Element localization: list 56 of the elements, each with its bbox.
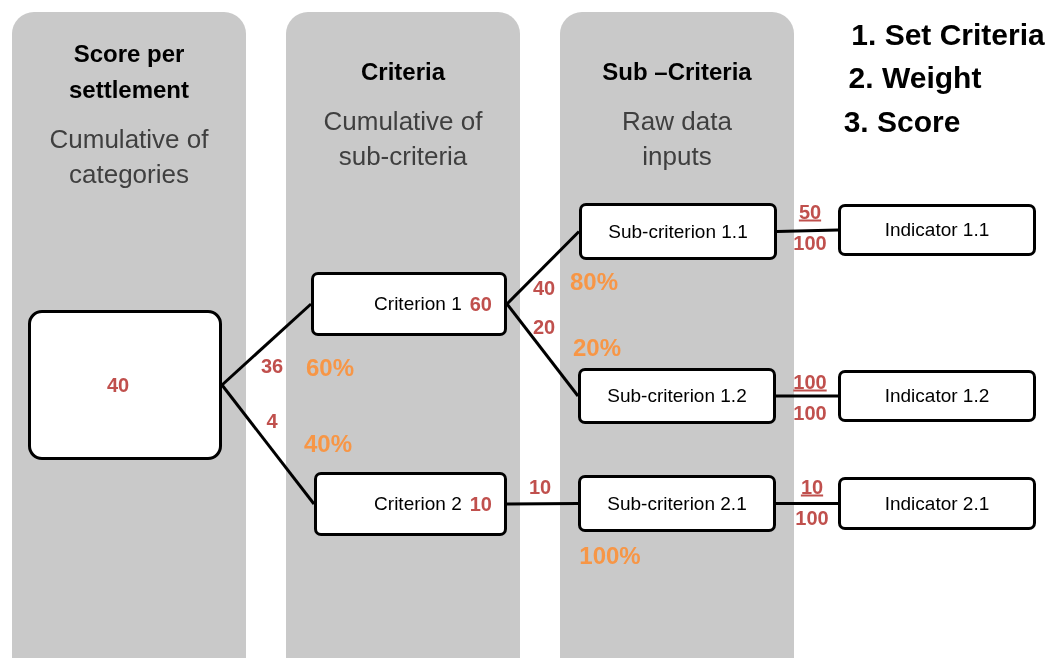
column-band: [286, 12, 520, 658]
box-label: Indicator 1.2: [884, 385, 990, 407]
score-value: 40: [107, 373, 130, 397]
percentage-label: 100%: [579, 542, 641, 570]
box-label: Criterion 1: [374, 293, 462, 315]
step-label: 3. Score: [843, 105, 961, 139]
column-description: Raw data inputs: [621, 105, 733, 173]
edge-label: 36: [260, 354, 284, 378]
step-label: 2. Weight: [848, 61, 982, 95]
column-description: Cumulative of categories: [48, 123, 210, 191]
connector-line: [776, 502, 838, 505]
column-heading: Criteria: [360, 57, 445, 87]
fraction-numerator: 100: [793, 370, 827, 394]
box-label: Sub-criterion 1.2: [607, 385, 747, 407]
fraction-denominator: 100: [793, 401, 827, 425]
edge-label: 40: [532, 276, 556, 300]
process-box: [578, 368, 776, 424]
edge-label: 20: [532, 315, 556, 339]
column-heading: Score per settlement: [67, 39, 190, 105]
process-box: [314, 472, 507, 536]
score-value: 60: [469, 292, 492, 316]
fraction-denominator: 100: [795, 506, 829, 530]
box-label: Indicator 2.1: [884, 492, 990, 515]
column-band: [560, 12, 794, 658]
box-label: Indicator 1.1: [884, 219, 990, 241]
percentage-label: 40%: [304, 430, 352, 458]
connector-line: [221, 302, 312, 387]
column-heading: Sub –Criteria: [602, 57, 752, 87]
edge-label: 4: [266, 409, 278, 433]
column-description: Cumulative of sub-criteria: [322, 105, 484, 173]
connector-line: [505, 303, 580, 397]
edge-label: 10: [528, 475, 552, 499]
box-label: Sub-criterion 1.1: [608, 220, 748, 243]
column-band: [12, 12, 246, 658]
fraction-denominator: 100: [793, 231, 827, 255]
process-box: [838, 204, 1036, 256]
percentage-label: 20%: [573, 334, 621, 362]
process-box: [578, 475, 776, 532]
connector-line: [776, 228, 839, 233]
connector-line: [505, 230, 581, 306]
box-label: Criterion 2: [374, 493, 462, 515]
process-box: [311, 272, 507, 336]
score-box: [28, 310, 222, 460]
connector-line: [220, 384, 316, 505]
process-box: [579, 203, 777, 260]
step-label: 1. Set Criteria: [851, 18, 1045, 52]
process-box: [838, 370, 1036, 422]
percentage-label: 60%: [306, 354, 354, 382]
box-label: Sub-criterion 2.1: [607, 492, 747, 515]
fraction-numerator: 10: [800, 475, 824, 499]
fraction-numerator: 50: [798, 200, 822, 224]
connector-line: [776, 394, 838, 398]
percentage-label: 80%: [570, 268, 618, 296]
score-value: 10: [469, 492, 492, 516]
process-box: [838, 477, 1036, 530]
connector-line: [507, 502, 578, 506]
